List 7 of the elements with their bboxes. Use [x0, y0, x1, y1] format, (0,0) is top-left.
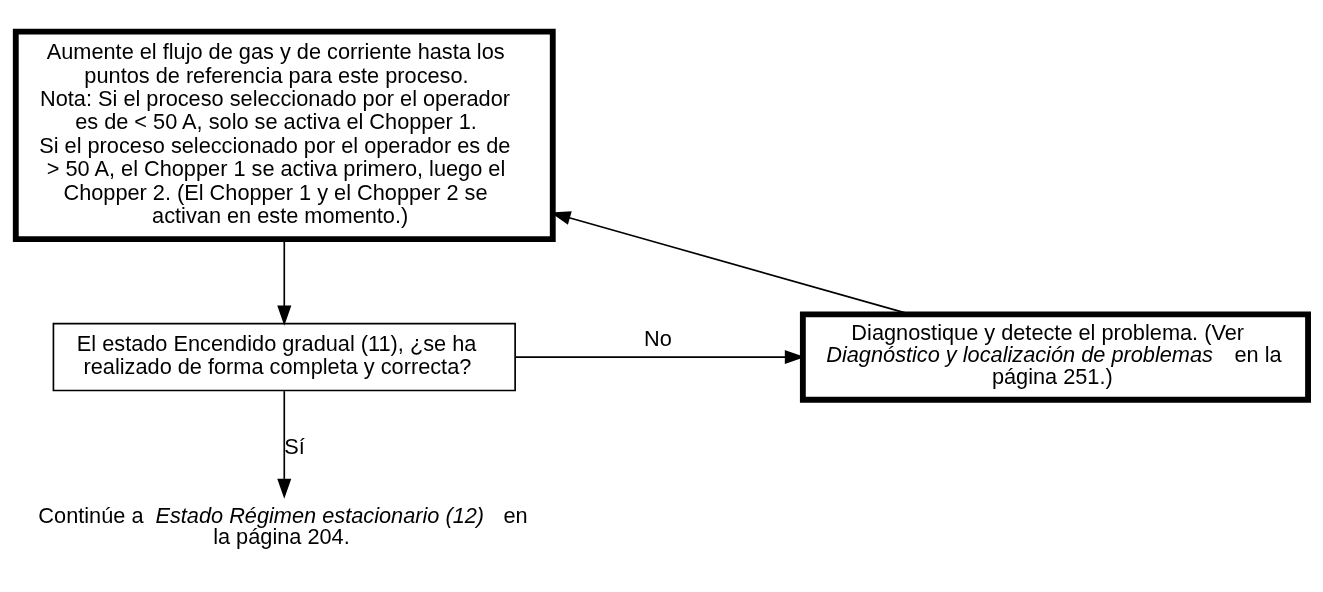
node-box: Diagnostique y detecte el problema. (Ver Diagnóstico y localización de problemas en la página 251.)	[799, 311, 1311, 403]
edge-label: Sí	[284, 433, 305, 459]
edge-label: No	[643, 326, 672, 352]
node-box: Aumente el flujo de gas y de corriente hasta los puntos de referencia para este proceso. Nota: Si el proceso seleccionado por el operador es de < 50 A, solo se activa el Chopper 1. Si el proceso seleccionado por el operador es de > 50 A, el Chopper 1 se activa primero, luego el Chopper 2. (El Chopper 1 y el Chopper 2 se activan en este momento.)	[12, 28, 556, 243]
node-text: Continúe a Estado Régimen estacionario (12) en la página 204.	[38, 502, 528, 550]
arrow	[277, 390, 292, 499]
node-box: El estado Encendido gradual (11), ¿se ha realizado de forma completa y correcta?	[52, 322, 516, 392]
